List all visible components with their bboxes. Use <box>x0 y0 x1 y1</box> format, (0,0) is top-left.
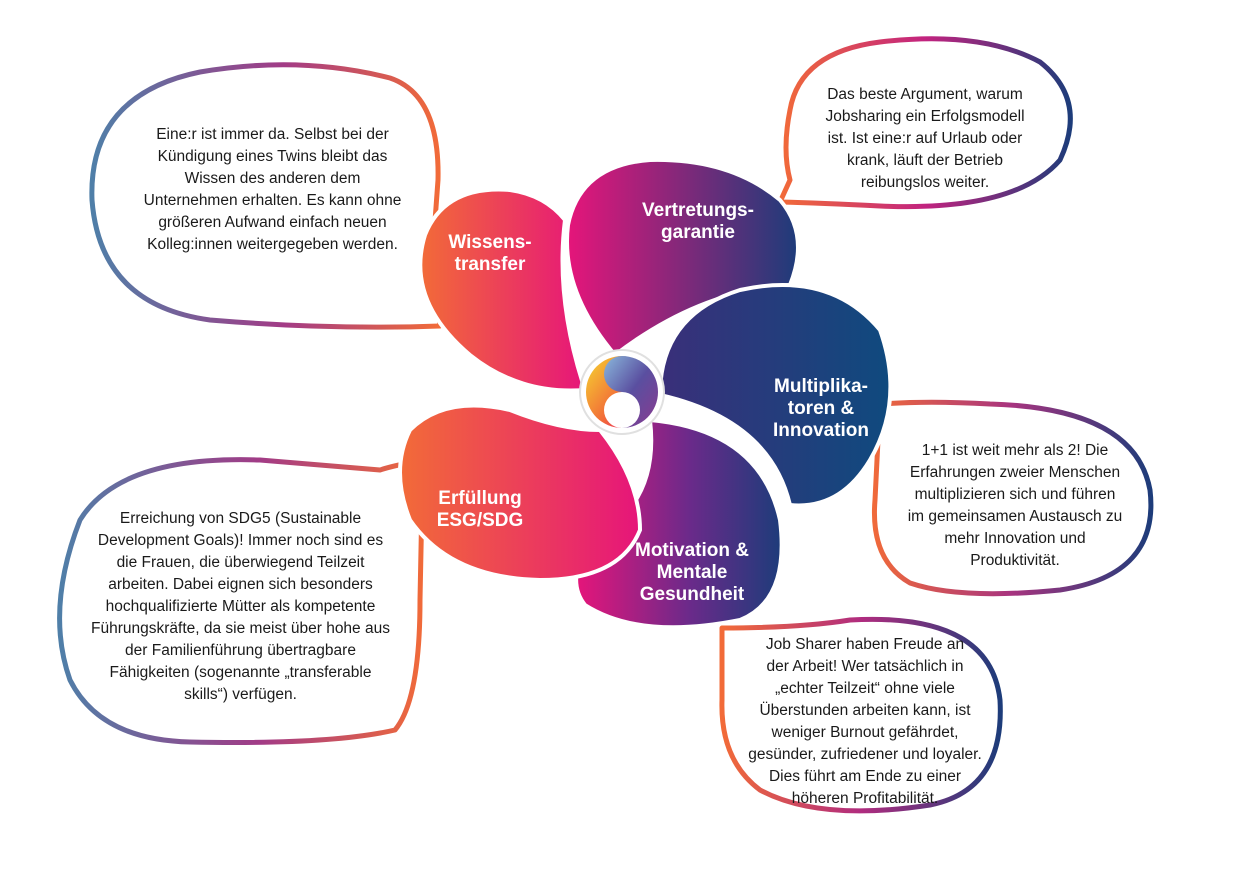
bubble-erfuellung-outline <box>57 457 428 745</box>
petal-multiplikatoren <box>657 283 893 508</box>
yin-yang-logo-icon <box>579 349 665 435</box>
bubble-text-motivation: Job Sharer haben Freude an der Arbeit! W… <box>748 636 982 807</box>
petal-erfuellung <box>398 403 643 583</box>
bubble-motivation-outline <box>719 616 1003 814</box>
petal-label-erfuellung: Erfüllung ESG/SDG <box>436 488 524 531</box>
bubble-text-wissenstransfer: Eine:r ist immer da. Selbst bei der Künd… <box>143 126 402 253</box>
petal-label-vertretungsgarantie: Vertretungs- garantie <box>642 200 754 243</box>
petal-label-multiplikatoren: Multiplika- toren & Innovation <box>772 376 870 441</box>
bubble-wissenstransfer-outline <box>89 62 443 330</box>
bubble-text-erfuellung: Erreichung von SDG5 (Sustainable Develop… <box>91 510 390 703</box>
petal-label-motivation: Motivation & Mentale Gesundheit <box>635 540 749 605</box>
petal-label-wissenstransfer: Wissens- transfer <box>448 232 532 275</box>
bubble-multiplikatoren-outline <box>867 399 1154 597</box>
bubble-text-vertretungsgarantie: Das beste Argument, warum Jobsharing ein… <box>825 86 1025 191</box>
petal-wissenstransfer <box>418 187 588 393</box>
bubble-text-multiplikatoren: 1+1 ist weit mehr als 2! Die Erfahrungen… <box>907 442 1123 569</box>
bubble-vertretungsgarantie-outline <box>777 36 1073 210</box>
